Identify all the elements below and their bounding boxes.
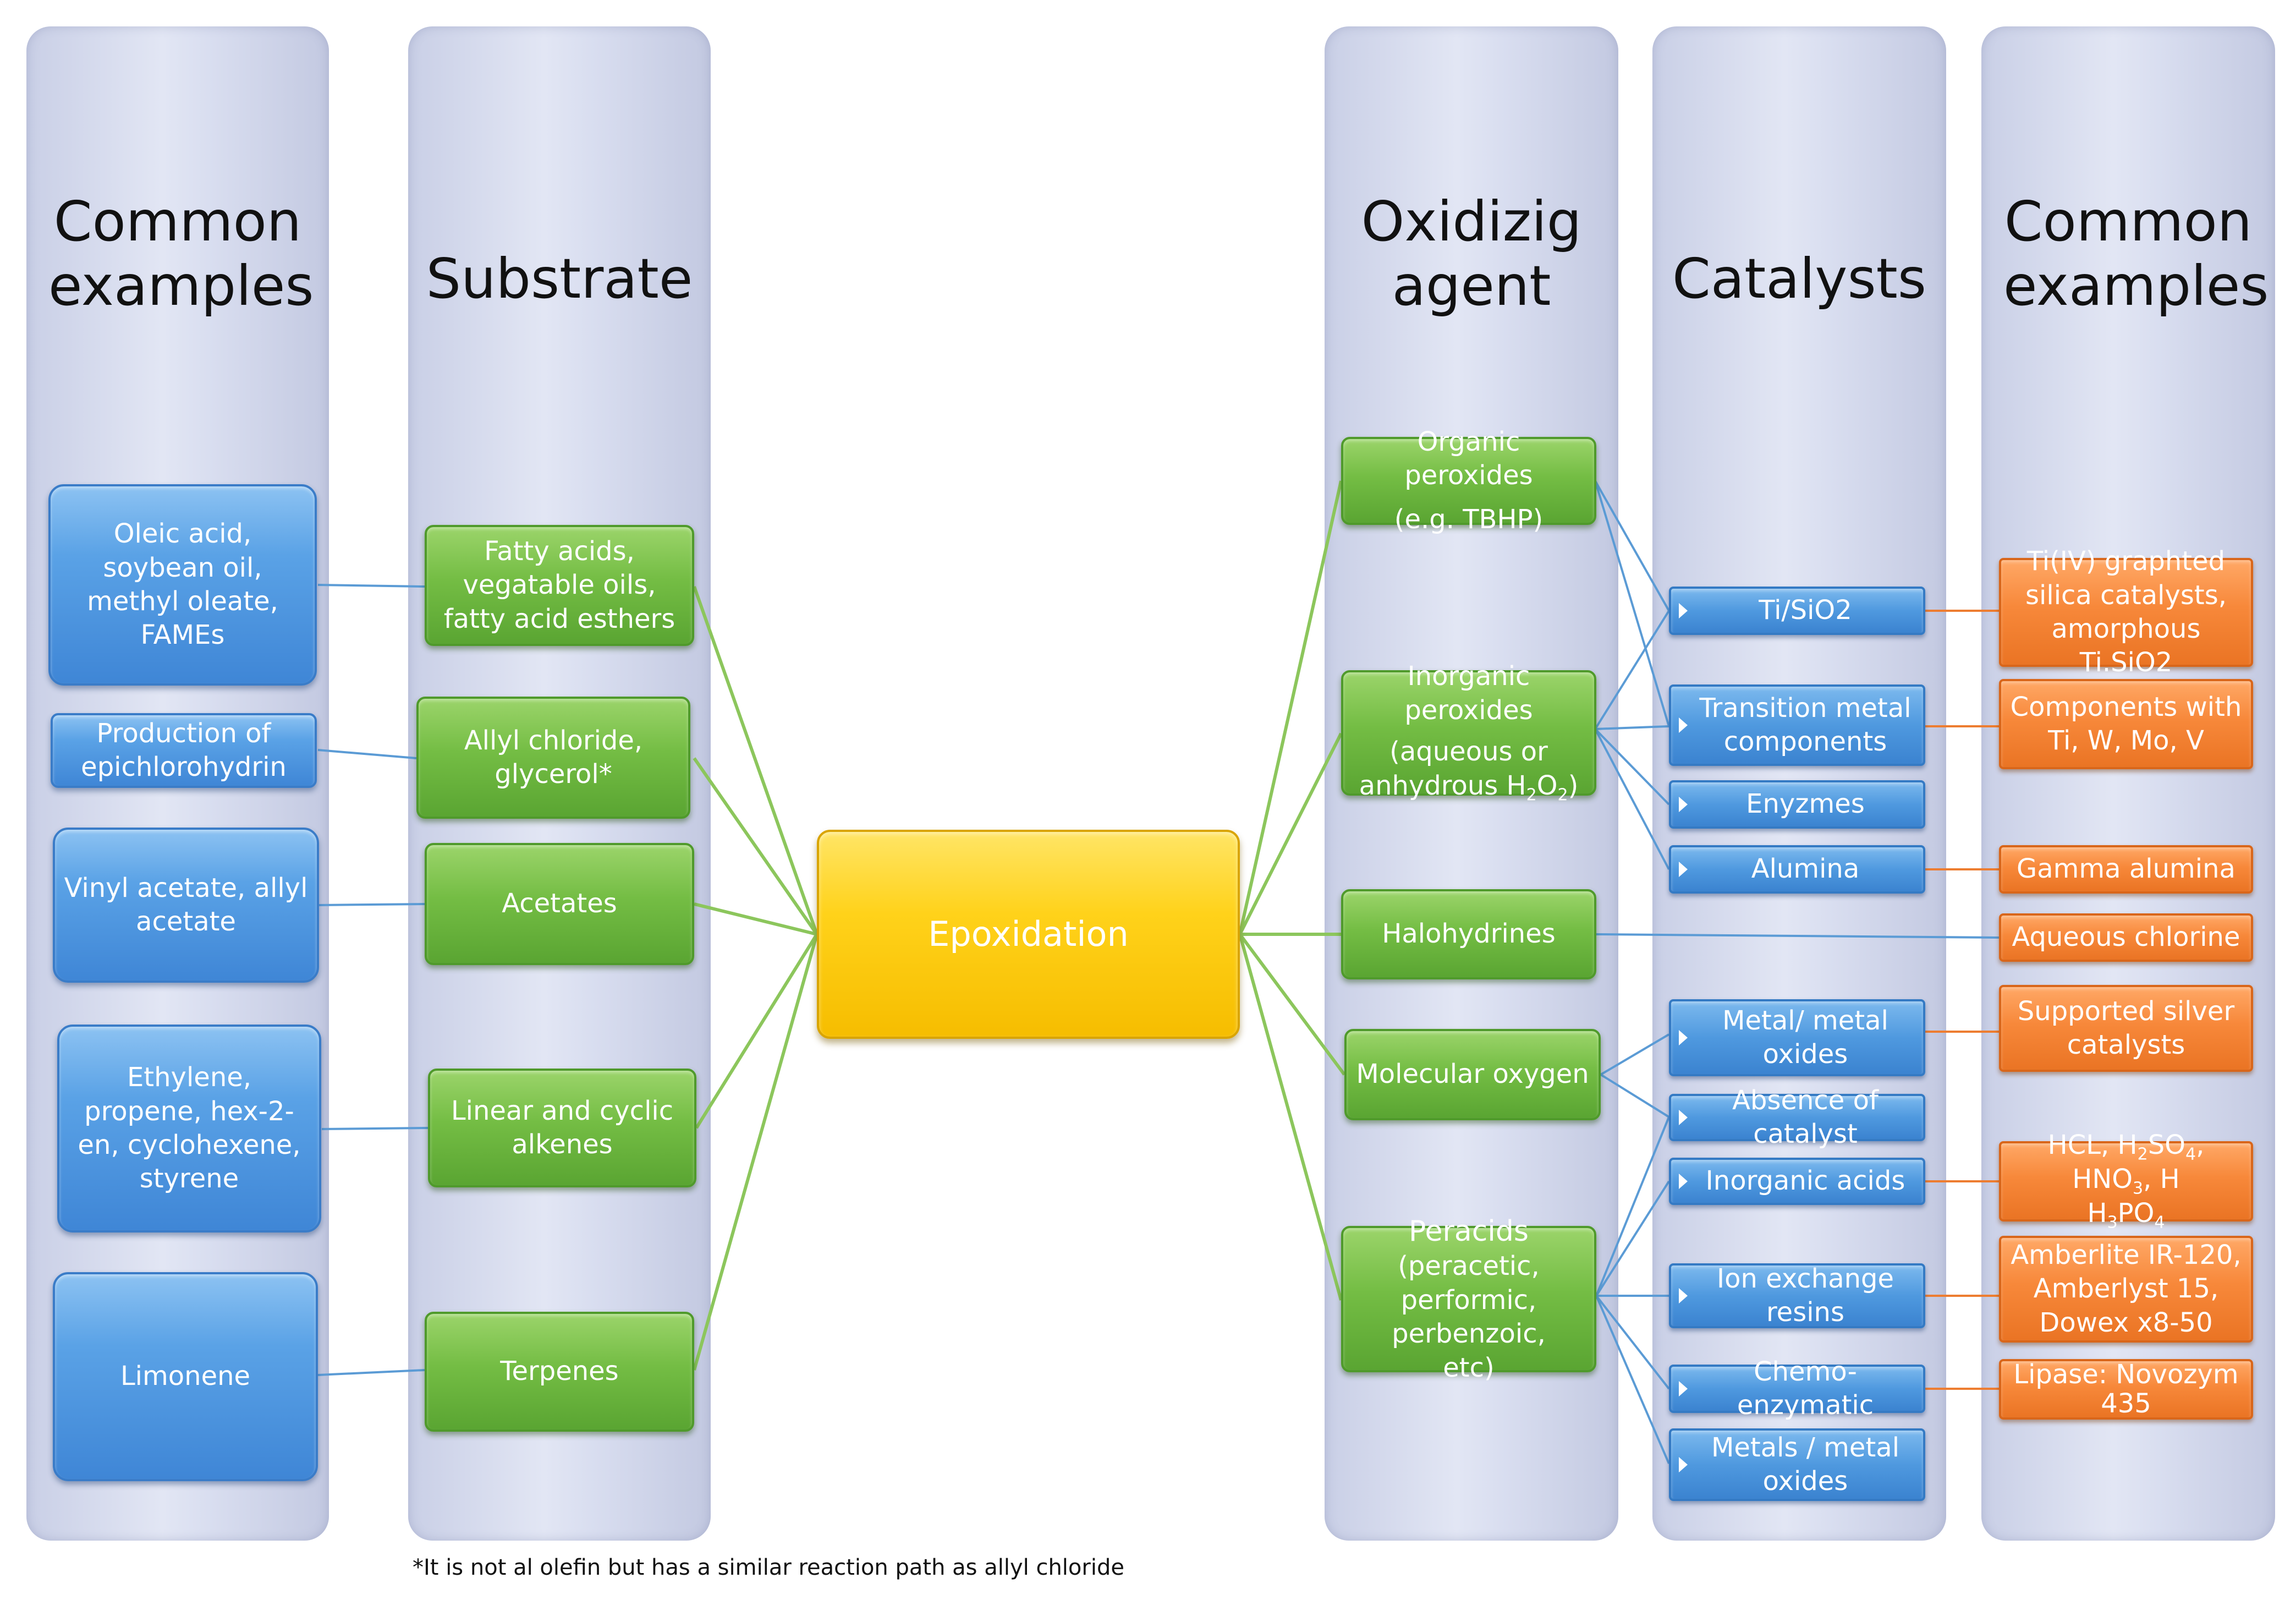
link-inorganic-enzymes — [1594, 728, 1670, 806]
catalyst-inorganic-acids: Inorganic acids — [1669, 1158, 1925, 1205]
arrow-icon — [1679, 797, 1688, 812]
example-limonene: Limonene — [53, 1272, 318, 1481]
example-vinyl-acetate: Vinyl acetate, allyl acetate — [53, 828, 319, 983]
example-lipase-novozym: Lipase: Novozym 435 — [1999, 1359, 2253, 1420]
substrate-terpenes: Terpenes — [425, 1312, 694, 1432]
link-inorganic-alumina — [1594, 728, 1670, 870]
link-organic-ti — [1594, 480, 1670, 611]
orange-connectors — [1925, 610, 1999, 1390]
agent-halohydrines: Halohydrines — [1341, 889, 1596, 979]
link-inorganic-transition — [1595, 725, 1669, 730]
agent-inorganic-peroxides-line2: (aqueous or — [1389, 736, 1548, 768]
link-vinyl-acetates — [318, 903, 425, 906]
column-title-common-examples-left: Common examples — [48, 189, 314, 318]
catalyst-ti-sio2: Ti/SiO2 — [1669, 587, 1925, 635]
agent-organic-peroxides: Organic peroxides (e.g. TBHP) — [1341, 426, 1596, 535]
link-oxygen-absence — [1600, 1073, 1670, 1118]
arrow-icon — [1679, 1288, 1688, 1303]
link-oleic-fatty — [317, 584, 425, 588]
agent-inorganic-peroxides-line3: anhydrous H2O2) — [1359, 770, 1579, 805]
substrate-allyl-chloride: Allyl chloride, glycerol* — [416, 697, 690, 819]
link-fatty-acids-epoxidation — [693, 586, 819, 935]
link-organic-transition — [1594, 480, 1670, 727]
link-epoxidation-oxygen — [1238, 933, 1346, 1076]
link-terpenes-epoxidation — [693, 934, 819, 1371]
footnote: *It is not al olefin but has a similar r… — [413, 1555, 1124, 1580]
green-connectors — [693, 480, 1346, 1371]
link-epichlorohydrin-allyl — [317, 749, 417, 759]
catalyst-enzymes: Enyzmes — [1669, 780, 1925, 829]
arrow-icon — [1679, 1457, 1688, 1472]
link-oxygen-metal — [1600, 1033, 1670, 1076]
agent-inorganic-peroxides-line1: Inorganic peroxides — [1404, 661, 1533, 726]
example-inorganic-acids-line1: HCL, H2SO4, HNO3, H — [2047, 1129, 2205, 1198]
link-epoxidation-organic — [1238, 480, 1343, 935]
column-title-oxidizing-agent: Oxidizig agent — [1361, 189, 1582, 318]
substrate-fatty-acids: Fatty acids, vegatable oils, fatty acid … — [425, 525, 694, 646]
example-epichlorohydrin: Production of epichlorohydrin — [51, 713, 317, 788]
link-limonene-terpenes — [317, 1369, 425, 1376]
link-inorganic-ti — [1594, 610, 1670, 730]
catalyst-alumina: Alumina — [1669, 845, 1925, 894]
agent-inorganic-peroxides: Inorganic peroxides (aqueous or anhydrou… — [1341, 661, 1596, 804]
blue-connectors — [317, 480, 2000, 1464]
example-ti-iv-silica: Ti(IV) graphted silica catalysts, amorph… — [1999, 546, 2253, 678]
example-gamma-alumina: Gamma alumina — [1999, 845, 2253, 894]
link-peracids-metals — [1595, 1295, 1670, 1464]
catalyst-absence: Absence of catalyst — [1669, 1085, 1925, 1149]
example-components-ti-w-mo-v: Components with Ti, W, Mo, V — [1999, 679, 2253, 769]
arrow-icon — [1679, 1110, 1688, 1125]
agent-peracids-title: Peracids — [1409, 1214, 1529, 1248]
link-acetates-epoxidation — [694, 902, 817, 936]
example-oleic-acid: Oleic acid, soybean oil, methyl oleate, … — [48, 484, 317, 686]
agent-peracids: Peracids (peracetic, performic, perbenzo… — [1341, 1215, 1596, 1383]
catalyst-metals-metal-oxides: Metals / metal oxides — [1669, 1428, 1925, 1501]
link-epoxidation-inorganic — [1238, 732, 1343, 935]
example-ion-exchange-resins: Amberlite IR-120, Amberlyst 15, Dowex x8… — [1999, 1236, 2253, 1343]
catalyst-transition-metal: Transition metal components — [1669, 684, 1925, 766]
link-halohydrines-chlorine — [1596, 933, 2000, 939]
link-ethylene-alkenes — [321, 1127, 429, 1130]
substrate-alkenes: Linear and cyclic alkenes — [428, 1069, 696, 1187]
arrow-icon — [1679, 603, 1688, 618]
link-allyl-epoxidation — [693, 757, 819, 935]
column-title-catalysts: Catalysts — [1672, 246, 1926, 311]
arrow-icon — [1679, 1381, 1688, 1396]
catalyst-ion-exchange: Ion exchange resins — [1669, 1263, 1925, 1328]
catalyst-metal-oxides: Metal/ metal oxides — [1669, 999, 1925, 1076]
example-aqueous-chlorine: Aqueous chlorine — [1999, 913, 2253, 962]
agent-peracids-detail: (peracetic, performic, perbenzoic, etc) — [1392, 1251, 1546, 1383]
arrow-icon — [1679, 717, 1688, 733]
column-title-substrate: Substrate — [426, 246, 693, 311]
link-epoxidation-peracids — [1238, 934, 1343, 1301]
substrate-acetates: Acetates — [425, 843, 694, 965]
catalyst-chemo-enzymatic: Chemo-enzymatic — [1669, 1356, 1925, 1421]
arrow-icon — [1679, 862, 1688, 877]
example-supported-silver: Supported silver catalysts — [1999, 985, 2253, 1072]
link-peracids-chemo — [1595, 1295, 1670, 1390]
link-peracids-absence — [1595, 1116, 1670, 1296]
agent-organic-peroxides-line1: Organic peroxides — [1404, 426, 1533, 491]
center-epoxidation: Epoxidation — [817, 830, 1240, 1039]
agent-organic-peroxides-line2: (e.g. TBHP) — [1394, 503, 1544, 535]
arrow-icon — [1679, 1174, 1688, 1189]
column-title-common-examples-right: Common examples — [2003, 189, 2269, 318]
example-ethylene: Ethylene, propene, hex-2-en, cyclohexene… — [57, 1025, 321, 1232]
arrow-icon — [1679, 1030, 1688, 1045]
agent-molecular-oxygen: Molecular oxygen — [1344, 1029, 1601, 1120]
link-peracids-inorganic-acids — [1595, 1180, 1670, 1297]
link-alkenes-epoxidation — [695, 933, 819, 1129]
